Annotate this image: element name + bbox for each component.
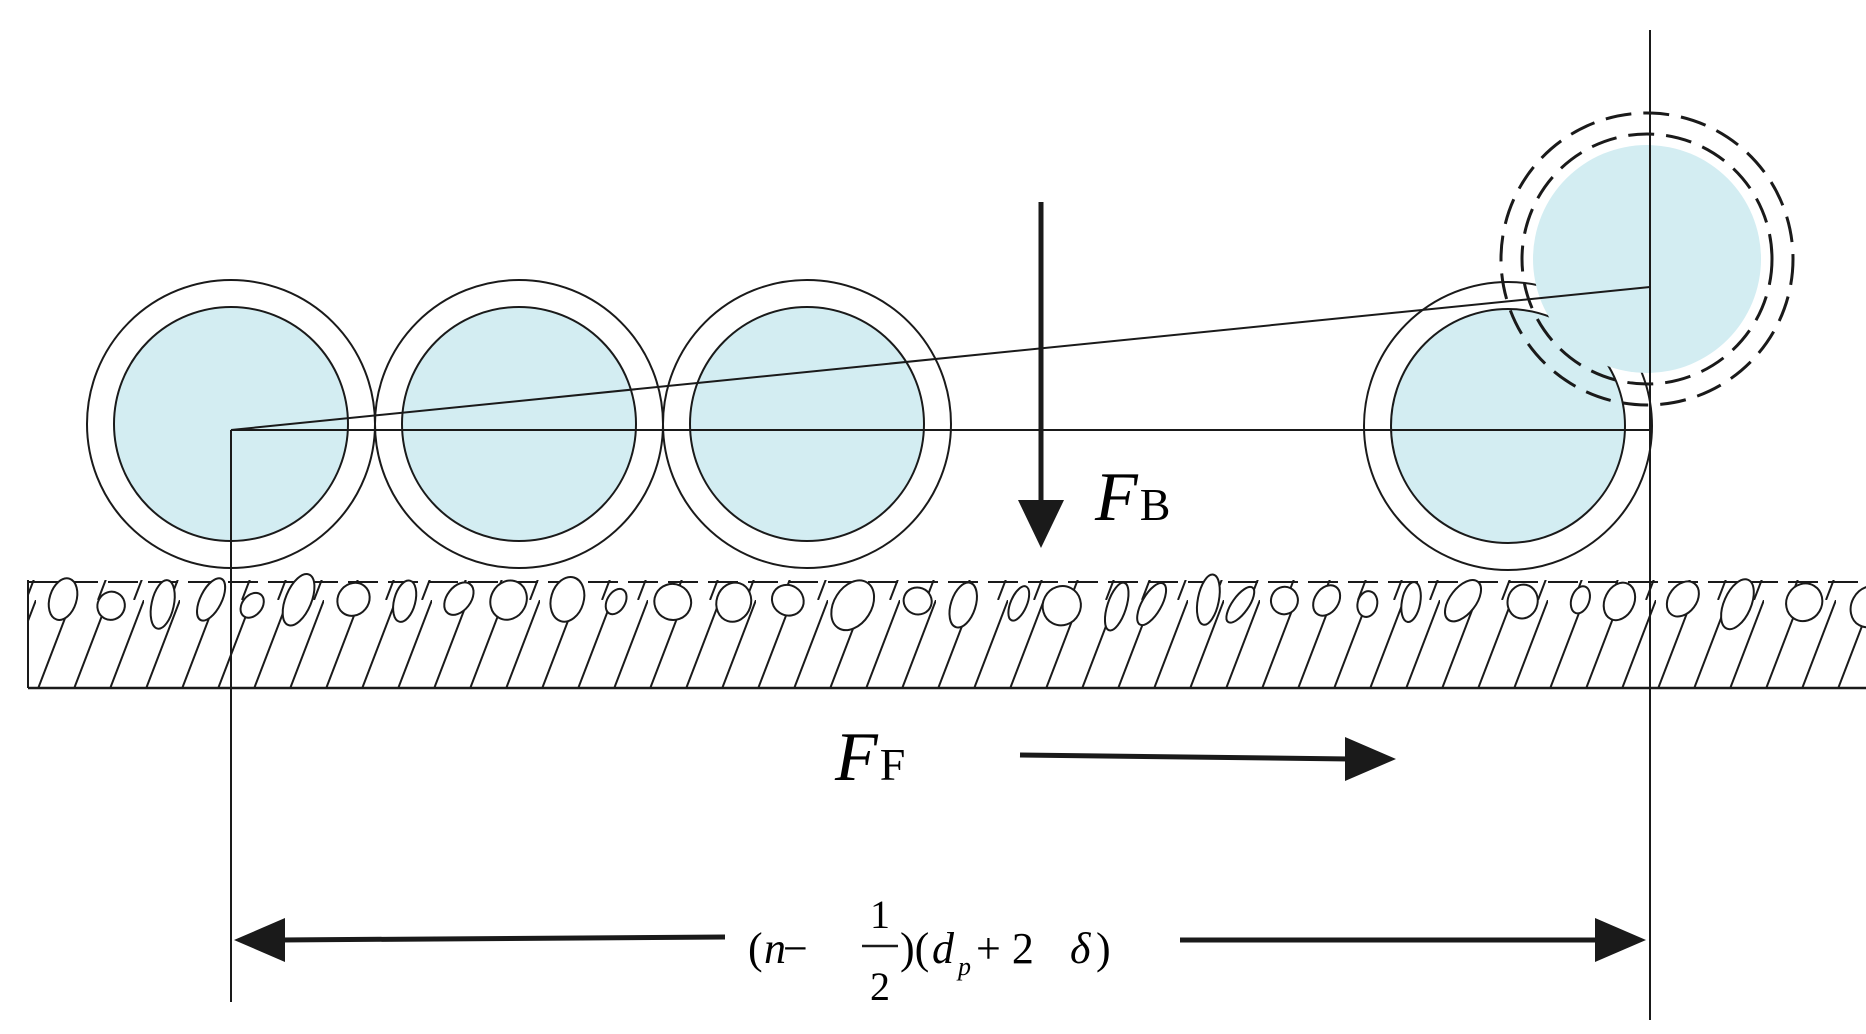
- svg-text:)(: )(: [900, 924, 929, 973]
- surface-grain: [239, 591, 265, 619]
- surface-grain: [653, 582, 693, 621]
- svg-text:): ): [1096, 924, 1111, 973]
- dimension-formula: ( n − 1 2 )( d p + 2 δ ): [748, 892, 1111, 1009]
- particle-1: [86, 279, 376, 569]
- force-b-arrow: [1018, 202, 1064, 548]
- surface-grain: [149, 579, 176, 630]
- svg-text:−: −: [783, 924, 808, 973]
- surface-grain: [1602, 581, 1637, 622]
- force-b-label: FB: [1094, 459, 1170, 536]
- displaced-particle: [1499, 111, 1795, 407]
- force-f-label: FF: [834, 719, 905, 796]
- surface-grain: [336, 581, 371, 617]
- inclined-line: [230, 286, 1651, 431]
- svg-text:+ 2: + 2: [976, 924, 1034, 973]
- surface-grain: [549, 576, 586, 623]
- surface-grain: [1041, 585, 1082, 627]
- surface-grain: [1849, 585, 1866, 629]
- particle-3: [662, 279, 952, 569]
- surface-grain: [770, 583, 805, 617]
- svg-text:δ: δ: [1070, 924, 1092, 973]
- surface-grain: [1785, 582, 1824, 623]
- surface-grain: [1569, 585, 1591, 615]
- dimension-arrow-right: [1180, 918, 1646, 962]
- surface-grain: [902, 586, 933, 616]
- surface-grain: [1444, 579, 1483, 623]
- svg-text:2: 2: [870, 964, 890, 1009]
- surface-grain: [1400, 581, 1422, 623]
- surface-grain: [1312, 584, 1342, 617]
- surface-grain: [1103, 581, 1130, 632]
- surface-grain: [1665, 580, 1700, 618]
- surface-grain: [47, 577, 79, 621]
- surface-grain: [715, 581, 753, 623]
- surface-roughness: [47, 573, 1866, 632]
- surface-grain: [196, 577, 227, 622]
- substrate: [27, 573, 1866, 690]
- surface-grain: [948, 581, 978, 629]
- surface-grain: [489, 579, 528, 621]
- surface-grain: [1356, 590, 1379, 618]
- surface-grain: [392, 579, 418, 623]
- surface-grain: [1007, 585, 1031, 622]
- svg-text:1: 1: [870, 892, 890, 937]
- surface-grain: [1136, 582, 1168, 627]
- surface-grain: [1195, 573, 1221, 626]
- surface-grain: [1225, 585, 1256, 624]
- surface-grain: [281, 573, 316, 627]
- svg-text:d: d: [932, 924, 955, 973]
- surface-grain: [443, 581, 475, 616]
- particle-2: [374, 279, 664, 569]
- svg-text:p: p: [956, 952, 971, 981]
- particle-4: [1363, 281, 1653, 571]
- svg-text:(: (: [748, 924, 763, 973]
- surface-grain: [1269, 585, 1299, 616]
- svg-text:n: n: [764, 924, 786, 973]
- force-f-arrow: [1019, 737, 1396, 781]
- surface-grain: [830, 579, 876, 632]
- surface-grain: [96, 590, 126, 621]
- surface-grain: [604, 587, 628, 616]
- surface-grain: [1720, 578, 1755, 631]
- dimension-arrow-left: [234, 918, 726, 962]
- surface-grain: [1506, 583, 1539, 620]
